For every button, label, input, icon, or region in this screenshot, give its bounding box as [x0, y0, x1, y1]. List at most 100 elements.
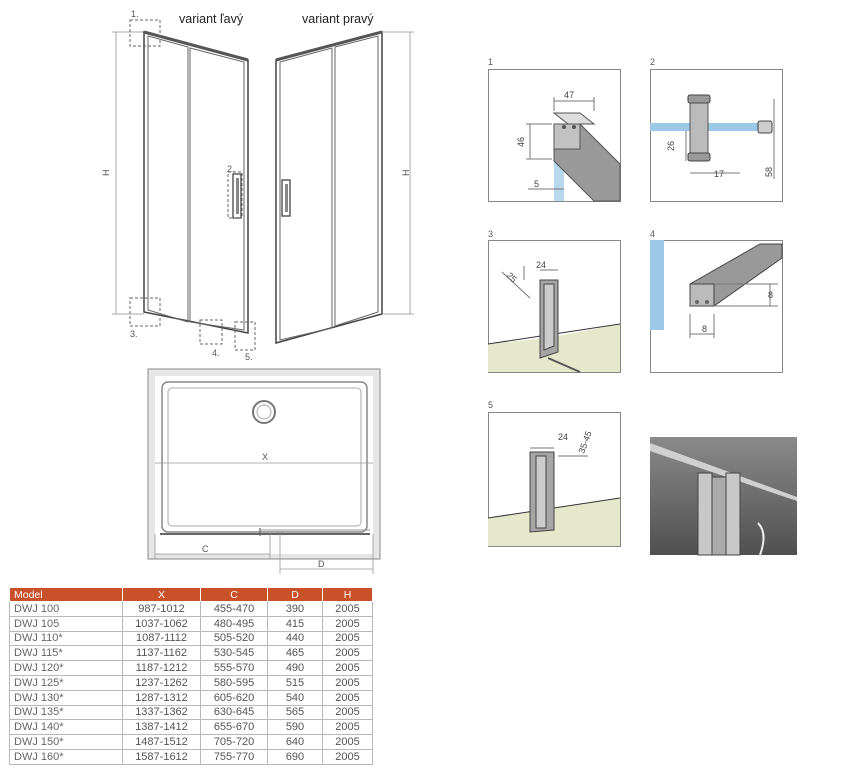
cell-h: 2005: [322, 615, 373, 632]
detail-3-number: 3: [488, 229, 494, 239]
cell-model: DWJ 100: [9, 601, 123, 617]
variant-right-label: variant pravý: [302, 12, 374, 26]
cell-model: DWJ 135*: [9, 704, 123, 721]
detail-5-magnetic-seal: 24 35-45: [488, 412, 621, 547]
cell-model: DWJ 125*: [9, 674, 123, 691]
detail-1-header-profile: 47 46 5: [488, 69, 621, 202]
cell-c: 505-520: [200, 630, 268, 647]
cell-x: 1237-1262: [122, 674, 201, 691]
detail-1-dim-glass: 5: [534, 179, 539, 189]
table-row: DWJ 120* 1187-1212 555-570 490 2005: [9, 660, 373, 676]
c-dimension-label: C: [202, 544, 209, 554]
cell-c: 655-670: [200, 719, 268, 736]
detail-3-dim-24: 24: [536, 260, 546, 270]
table-row: DWJ 135* 1337-1362 630-645 565 2005: [9, 704, 373, 721]
table-row: DWJ 160* 1587-1612 755-770 690 2005: [9, 748, 373, 765]
callout-3: 3.: [130, 329, 138, 339]
cell-d: 390: [267, 601, 323, 617]
detail-4-dim-height: 8: [768, 290, 773, 300]
cell-d: 640: [267, 734, 323, 750]
table-row: DWJ 150* 1487-1512 705-720 640 2005: [9, 734, 373, 750]
cell-c: 605-620: [200, 689, 268, 706]
cell-c: 705-720: [200, 734, 268, 750]
detail-4-bottom-seal: 8 8: [650, 240, 783, 373]
detail-4-dim-width: 8: [702, 324, 707, 334]
table-header-row: Model X C D H: [9, 587, 373, 602]
callout-5: 5.: [245, 352, 253, 362]
callout-2: 2.: [227, 164, 235, 174]
cell-h: 2005: [322, 719, 373, 736]
cell-h: 2005: [322, 645, 373, 662]
cell-h: 2005: [322, 689, 373, 706]
column-header-h: H: [322, 587, 373, 602]
cell-model: DWJ 110*: [9, 630, 123, 647]
column-header-c: C: [200, 587, 268, 602]
cell-c: 755-770: [200, 748, 268, 765]
table-row: DWJ 110* 1087-1112 505-520 440 2005: [9, 630, 373, 647]
cell-x: 1187-1212: [122, 660, 201, 676]
cell-h: 2005: [322, 734, 373, 750]
d-dimension-label: D: [318, 559, 325, 569]
cell-d: 590: [267, 719, 323, 736]
table-row: DWJ 100 987-1012 455-470 390 2005: [9, 601, 373, 617]
height-label-left: H: [101, 170, 111, 177]
cell-x: 1087-1112: [122, 630, 201, 647]
cell-x: 1287-1312: [122, 689, 201, 706]
cell-c: 555-570: [200, 660, 268, 676]
cell-x: 1487-1512: [122, 734, 201, 750]
cell-h: 2005: [322, 748, 373, 765]
detail-2-connector: 26 17 58: [650, 69, 783, 202]
cell-c: 480-495: [200, 615, 268, 632]
cell-x: 1387-1412: [122, 719, 201, 736]
detail-2-dim-58: 58: [764, 167, 774, 177]
elevation-drawing: H H 1. 2. 3. 4. 5.: [101, 9, 414, 362]
cell-x: 1587-1612: [122, 748, 201, 765]
cell-d: 565: [267, 704, 323, 721]
cell-x: 1337-1362: [122, 704, 201, 721]
cell-model: DWJ 115*: [9, 645, 123, 662]
cell-h: 2005: [322, 630, 373, 647]
cell-d: 515: [267, 674, 323, 691]
profile-photo: [650, 437, 797, 556]
cell-model: DWJ 140*: [9, 719, 123, 736]
detail-2-dim-17: 17: [714, 169, 724, 179]
cell-d: 415: [267, 615, 323, 632]
cell-x: 1037-1062: [122, 615, 201, 632]
variant-left-label: variant ľavý: [179, 12, 244, 26]
column-header-d: D: [267, 587, 323, 602]
cell-c: 630-645: [200, 704, 268, 721]
column-header-model: Model: [9, 587, 123, 602]
detail-2-number: 2: [650, 57, 656, 67]
cell-h: 2005: [322, 704, 373, 721]
column-header-x: X: [122, 587, 201, 602]
detail-1-dim-height: 46: [516, 137, 526, 147]
cell-d: 465: [267, 645, 323, 662]
height-label-right: H: [401, 170, 411, 177]
table-row: DWJ 105 1037-1062 480-495 415 2005: [9, 615, 373, 632]
cell-d: 440: [267, 630, 323, 647]
cell-d: 690: [267, 748, 323, 765]
detail-4-number: 4: [650, 229, 656, 239]
callout-4: 4.: [212, 348, 220, 358]
table-row: DWJ 130* 1287-1312 605-620 540 2005: [9, 689, 373, 706]
cell-h: 2005: [322, 674, 373, 691]
spec-table: Model X C D H DWJ 100 987-1012 455-470 3…: [9, 587, 373, 765]
cell-model: DWJ 130*: [9, 689, 123, 706]
cell-model: DWJ 120*: [9, 660, 123, 676]
cell-x: 987-1012: [122, 601, 201, 617]
callout-1: 1.: [131, 9, 139, 19]
detail-3-wall-profile: 25 24: [488, 240, 621, 373]
detail-5-number: 5: [488, 400, 494, 410]
detail-1-number: 1: [488, 57, 494, 67]
cell-h: 2005: [322, 601, 373, 617]
cell-model: DWJ 160*: [9, 748, 123, 765]
cell-c: 580-595: [200, 674, 268, 691]
cell-c: 530-545: [200, 645, 268, 662]
detail-2-dim-26: 26: [666, 141, 676, 151]
cell-model: DWJ 105: [9, 615, 123, 632]
cell-x: 1137-1162: [122, 645, 201, 662]
cell-model: DWJ 150*: [9, 734, 123, 750]
cell-d: 540: [267, 689, 323, 706]
cell-d: 490: [267, 660, 323, 676]
cell-c: 455-470: [200, 601, 268, 617]
